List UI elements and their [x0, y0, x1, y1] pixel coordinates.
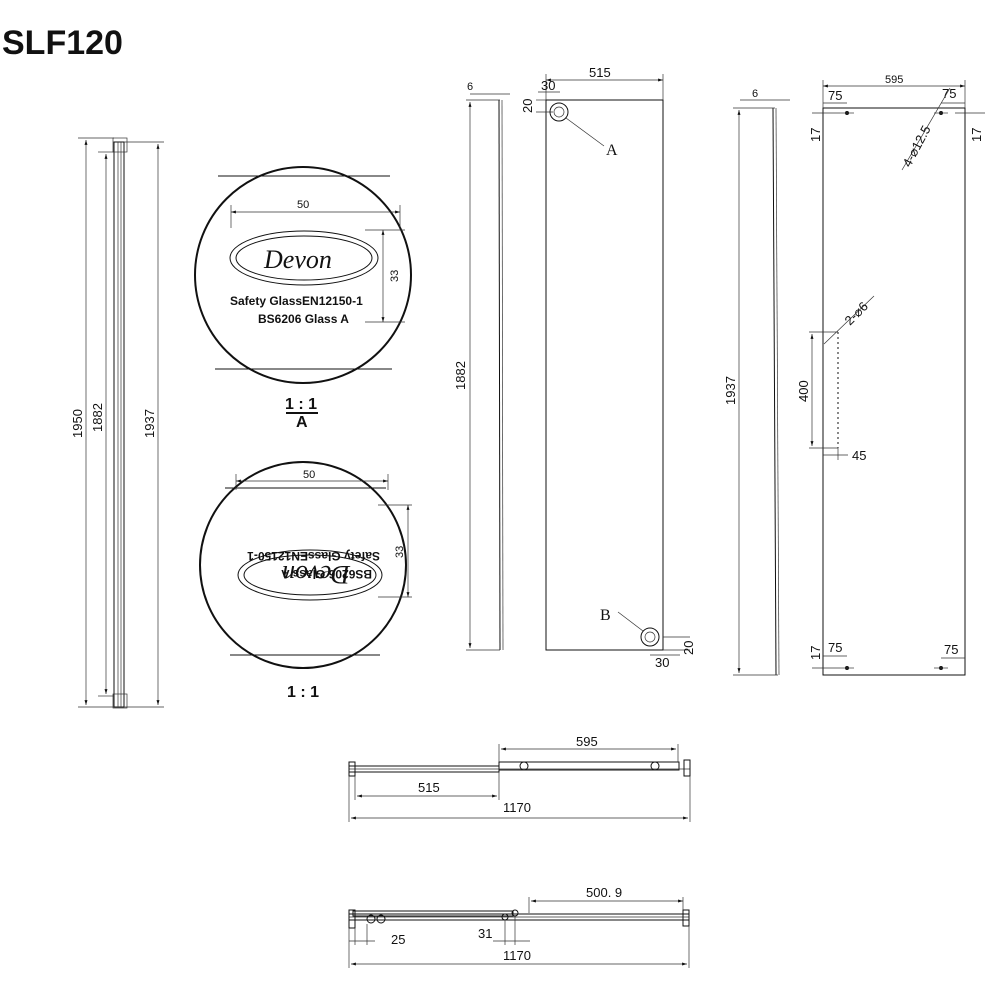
- detail-b-height: 33: [394, 546, 406, 558]
- plan-closed-dim-595: 595: [576, 734, 598, 749]
- fixed-hole-offset-top-left: 17: [808, 128, 823, 142]
- dim-1882: 1882: [90, 403, 105, 432]
- fixed-panel-view: 1937 6 595 75 75 17 17 4-⌀12.5 2-⌀6 400: [723, 74, 985, 676]
- fixed-thickness: 6: [752, 88, 758, 100]
- plan-open-dim-31: 31: [478, 926, 492, 941]
- detail-a-logo: Devon: [263, 245, 332, 274]
- plan-closed-dim-1170: 1170: [503, 800, 531, 815]
- sliding-callout-b: B: [600, 607, 611, 624]
- sliding-width: 515: [589, 65, 611, 80]
- sliding-height: 1882: [453, 361, 468, 390]
- detail-b-logo: Devon: [282, 560, 351, 589]
- detail-b-scale: 1 : 1: [287, 684, 319, 701]
- plan-open-dim-1170: 1170: [503, 948, 531, 963]
- detail-b: 50 33 BS6206 Glass A Safety GlassEN12150…: [199, 461, 412, 701]
- fixed-width: 595: [885, 74, 903, 86]
- fixed-hole-spec-top: 4-⌀12.5: [899, 123, 933, 169]
- fixed-height: 1937: [723, 376, 738, 405]
- detail-a: 50 33 Devon Safety GlassEN12150-1 BS6206…: [194, 166, 412, 431]
- side-profile-view: 1950 1882 1937: [70, 137, 164, 709]
- sliding-inset-x-bottom: 30: [655, 655, 669, 670]
- detail-a-width: 50: [297, 199, 309, 211]
- detail-a-scale: 1 : 1: [285, 396, 317, 413]
- fixed-bottom-offset-left: 75: [828, 640, 842, 655]
- detail-b-line2: BS6206 Glass A: [281, 567, 372, 581]
- plan-view-open: 500. 9 25 31 1170: [348, 885, 690, 968]
- fixed-slot-length: 400: [796, 380, 811, 402]
- detail-a-line1: Safety GlassEN12150-1: [230, 294, 363, 308]
- sliding-inset-x: 30: [541, 78, 555, 93]
- sliding-inset-y-bottom: 20: [681, 641, 696, 655]
- detail-a-ref: A: [296, 414, 308, 431]
- fixed-slot-offset: 45: [852, 448, 866, 463]
- detail-a-line2: BS6206 Glass A: [258, 312, 349, 326]
- fixed-bottom-offset-y: 17: [808, 646, 823, 660]
- plan-closed-dim-515: 515: [418, 780, 440, 795]
- plan-open-dim-25: 25: [391, 932, 405, 947]
- dim-1950: 1950: [70, 409, 85, 438]
- sliding-thickness: 6: [467, 81, 473, 93]
- sliding-inset-y: 20: [520, 99, 535, 113]
- drawing-title: SLF120: [2, 24, 123, 62]
- fixed-bottom-offset-right: 75: [944, 642, 958, 657]
- detail-b-width: 50: [303, 469, 315, 481]
- dim-1937: 1937: [142, 409, 157, 438]
- fixed-hole-offset-right: 75: [942, 86, 956, 101]
- fixed-hole-offset-top-right: 17: [969, 128, 984, 142]
- plan-view-closed: 595 515 1170: [348, 734, 691, 822]
- fixed-hole-offset-left: 75: [828, 88, 842, 103]
- sliding-callout-a: A: [606, 142, 618, 159]
- sliding-panel-view: 1882 6 515 30 20 A B 20 30: [453, 65, 696, 670]
- detail-a-height: 33: [389, 270, 401, 282]
- plan-open-dim-500-9: 500. 9: [586, 885, 622, 900]
